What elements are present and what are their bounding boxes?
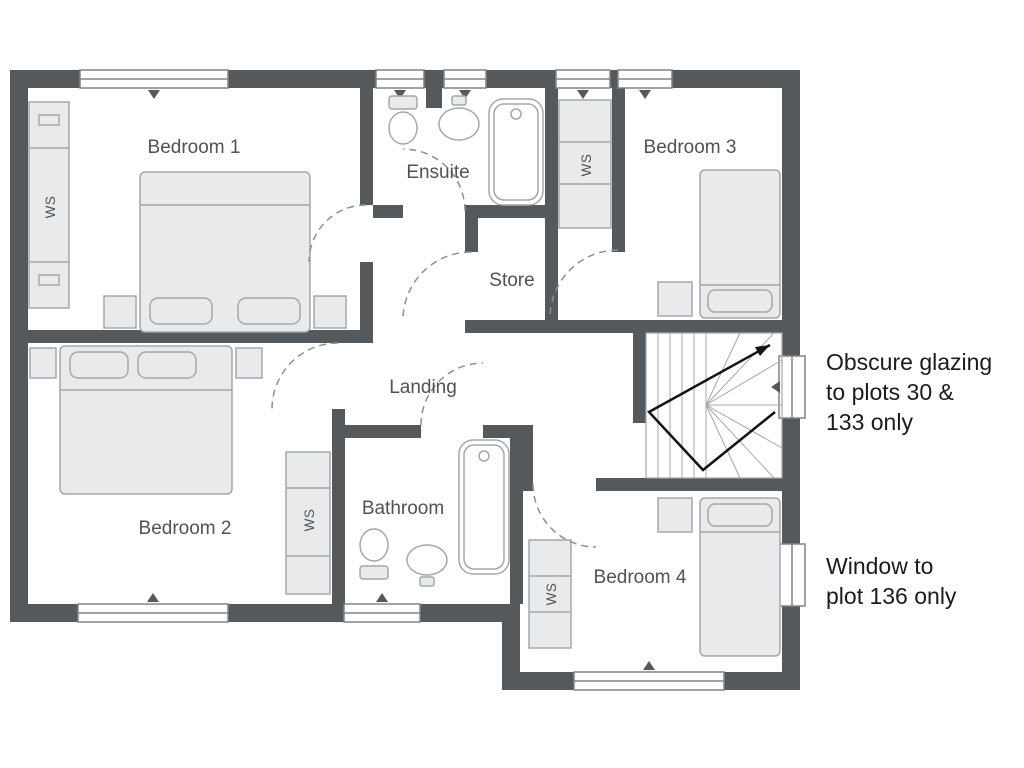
toilet-ensuite-icon bbox=[388, 95, 418, 145]
label-landing: Landing bbox=[389, 377, 457, 398]
window-bedroom3-top bbox=[617, 69, 673, 89]
label-ws-bedroom1: WS bbox=[43, 196, 58, 219]
window-ensuite-top-2 bbox=[443, 69, 487, 89]
door-arc-bedroom4 bbox=[532, 483, 597, 548]
bed-bedroom3 bbox=[657, 169, 781, 319]
wardrobe-bedroom1 bbox=[28, 101, 70, 309]
bath-ensuite-icon bbox=[488, 98, 544, 206]
sink-ensuite-icon bbox=[438, 95, 480, 141]
annotation-obscure-glazing: Obscure glazing to plots 30 & 133 only bbox=[826, 347, 992, 437]
window-bedroom1-top bbox=[79, 69, 229, 89]
label-ws-bedroom2: WS bbox=[302, 509, 317, 532]
door-swings bbox=[271, 148, 619, 548]
door-arc-bathroom bbox=[420, 362, 484, 426]
door-arc-bedroom2 bbox=[271, 342, 339, 410]
label-bedroom-2: Bedroom 2 bbox=[139, 518, 232, 539]
annotation-line: to plots 30 & bbox=[826, 379, 954, 405]
annotation-line: Obscure glazing bbox=[826, 349, 993, 375]
label-store: Store bbox=[489, 270, 534, 291]
window-ws3-top bbox=[555, 69, 611, 89]
staircase bbox=[645, 332, 783, 479]
window-bedroom2-bottom bbox=[77, 603, 229, 623]
furniture bbox=[28, 99, 781, 657]
annotation-window-plot-136: Window to plot 136 only bbox=[826, 551, 956, 611]
stairs-direction-arrow bbox=[755, 345, 770, 356]
bed-double-bedroom1 bbox=[103, 171, 347, 333]
toilet-bathroom-icon bbox=[359, 528, 389, 580]
wardrobe-bedroom4 bbox=[528, 539, 572, 649]
door-arc-store bbox=[402, 251, 472, 321]
door-arc-ensuite bbox=[402, 148, 466, 212]
window-stairs-right-obscure bbox=[778, 355, 806, 419]
label-bedroom-4: Bedroom 4 bbox=[594, 567, 687, 588]
window-bathroom-bottom bbox=[343, 603, 421, 623]
label-ensuite: Ensuite bbox=[406, 162, 469, 183]
window-bedroom4-right bbox=[778, 543, 806, 607]
bed-double-bedroom2 bbox=[29, 345, 263, 495]
label-ws-bedroom3: WS bbox=[579, 154, 594, 177]
annotation-line: 133 only bbox=[826, 409, 913, 435]
annotation-line: plot 136 only bbox=[826, 583, 957, 609]
window-bedroom4-bottom bbox=[573, 671, 725, 691]
bed-bedroom4 bbox=[657, 497, 781, 657]
label-bedroom-1: Bedroom 1 bbox=[148, 137, 241, 158]
wardrobe-bedroom3 bbox=[558, 99, 612, 229]
window-ensuite-top-1 bbox=[375, 69, 425, 89]
windows bbox=[77, 69, 806, 691]
fixtures bbox=[359, 95, 544, 587]
stairs-direction-line bbox=[646, 343, 776, 472]
wardrobe-bedroom2 bbox=[285, 451, 331, 595]
door-arc-bedroom3 bbox=[549, 249, 619, 319]
bath-bathroom-icon bbox=[458, 439, 510, 575]
room-labels: Bedroom 1 Ensuite Bedroom 3 Store Landin… bbox=[43, 137, 736, 605]
label-bedroom-3: Bedroom 3 bbox=[644, 137, 737, 158]
label-ws-bedroom4: WS bbox=[544, 583, 559, 606]
sink-bathroom-icon bbox=[406, 544, 448, 587]
label-bathroom: Bathroom bbox=[362, 498, 444, 519]
annotation-line: Window to bbox=[826, 553, 934, 579]
door-arc-bedroom1 bbox=[308, 204, 367, 263]
